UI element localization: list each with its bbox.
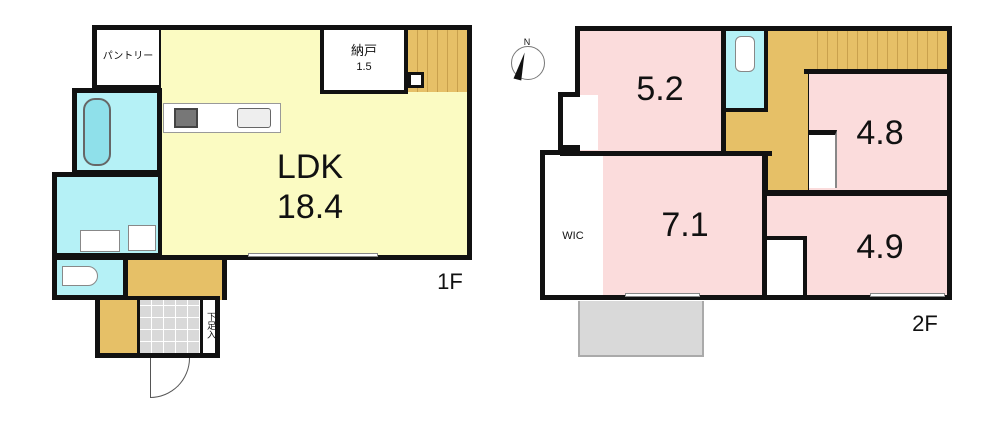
front-door[interactable] — [150, 358, 190, 398]
stove-icon — [174, 108, 198, 128]
closet-wall — [558, 92, 580, 150]
pantry-label: パントリー — [102, 51, 154, 62]
1f-window — [248, 253, 378, 257]
genkan-storage — [100, 300, 137, 353]
ldk-size: 18.4 — [276, 188, 344, 226]
compass-ring — [511, 46, 545, 80]
wall — [762, 190, 952, 195]
toilet-icon — [62, 266, 98, 286]
entry-hall — [128, 260, 222, 300]
wall — [560, 151, 772, 156]
2f-window — [625, 293, 700, 297]
2f-label: 2F — [912, 311, 938, 336]
washbasin-icon — [80, 230, 120, 252]
2f-hall-landing — [726, 112, 768, 152]
closet-4-8 — [809, 130, 837, 188]
toilet-icon-2f — [735, 36, 755, 72]
bedroom-4-8-label: 4.8 — [856, 114, 904, 152]
shoe-cabinet-label: 下足入 — [206, 312, 216, 339]
bedroom-7-1 — [603, 156, 762, 295]
storage-room — [324, 30, 404, 90]
north-label: N — [523, 37, 531, 47]
walk-in-closet — [545, 156, 603, 295]
storage-label: 納戸 — [350, 43, 377, 58]
balcony — [578, 301, 704, 357]
bedroom-5-2 — [580, 31, 721, 151]
genkan-floor — [140, 300, 200, 353]
closet-4-9 — [767, 236, 807, 295]
shoe-cabinet — [203, 300, 215, 353]
stair-post — [408, 72, 424, 88]
bathtub-icon — [83, 98, 111, 166]
wall — [804, 69, 952, 74]
2f-hall — [768, 31, 808, 192]
bedroom-4-9-label: 4.9 — [856, 228, 904, 266]
wic-label: WIC — [562, 230, 584, 242]
bedroom-7-1-label: 7.1 — [661, 206, 709, 244]
2f-stairs — [808, 31, 947, 69]
closet-5-2 — [580, 95, 598, 150]
2f-window — [870, 293, 945, 297]
storage-size: 1.5 — [356, 61, 372, 73]
kitchen-counter — [163, 103, 281, 133]
sink-icon — [237, 108, 271, 128]
bedroom-5-2-label: 5.2 — [636, 70, 684, 108]
1f-label: 1F — [437, 269, 463, 294]
compass: N — [507, 37, 545, 86]
pantry — [97, 30, 159, 85]
ldk-label: LDK — [276, 148, 344, 186]
washing-machine-icon — [128, 225, 156, 251]
